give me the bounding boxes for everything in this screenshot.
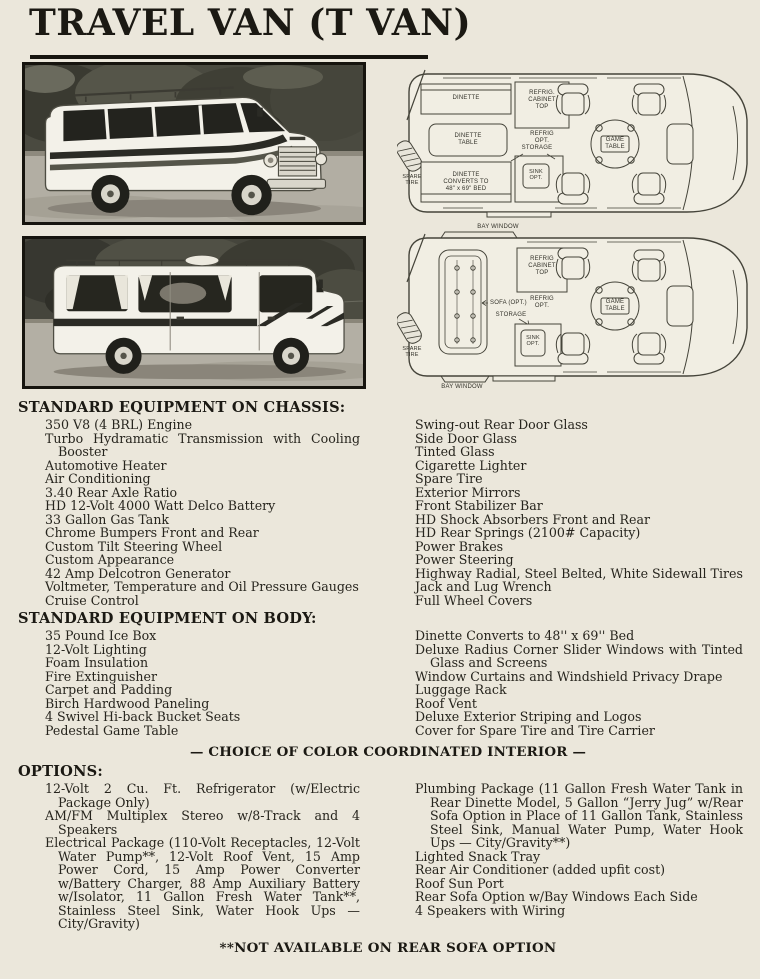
label-sink-opt: SINK OPT. xyxy=(526,335,540,348)
body-list-left: 35 Pound Ice Box 12-Volt Lighting Foam I… xyxy=(18,629,415,737)
equipment-item: Lighted Snack Tray xyxy=(415,848,541,864)
label-sofa-opt: SOFA (OPT.) xyxy=(490,300,527,306)
equipment-item: Swing-out Rear Door Glass xyxy=(415,417,588,432)
label-refrig-opt: REFRIG OPT. xyxy=(530,131,554,144)
equipment-item: 12-Volt 2 Cu. Ft. Refrigerator (w/Electr… xyxy=(45,781,360,810)
van-front-photo-illustration xyxy=(25,65,363,222)
equipment-item: Dinette Converts to 48'' x 69'' Bed xyxy=(415,628,635,643)
label-sink-opt: SINK OPT. xyxy=(529,169,543,182)
label-game-table: GAME TABLE xyxy=(605,299,625,312)
label-refrig-cabinet-top: REFRIG CABINET TOP xyxy=(528,256,556,276)
equipment-item: Deluxe Radius Corner Slider Windows with… xyxy=(415,641,743,670)
equipment-item: Front Stabilizer Bar xyxy=(415,498,543,513)
equipment-item: Roof Sun Port xyxy=(415,875,504,891)
equipment-item: AM/FM Multiplex Stereo w/8-Track and 4 S… xyxy=(45,808,360,837)
label-storage: STORAGE xyxy=(521,145,553,151)
equipment-item: Power Brakes xyxy=(415,538,504,554)
chassis-list-left: 350 V8 (4 BRL) Engine Turbo Hydramatic T… xyxy=(18,418,415,607)
equipment-item: Spare Tire xyxy=(415,471,483,486)
label-refrig-opt: REFRIG OPT. xyxy=(530,296,554,309)
equipment-item: Voltmeter, Temperature and Oil Pressure … xyxy=(45,579,359,594)
equipment-item: Fire Extinguisher xyxy=(45,668,157,684)
equipment-item: Full Wheel Covers xyxy=(415,592,533,608)
equipment-item: Birch Hardwood Paneling xyxy=(45,695,210,711)
equipment-item: Rear Sofa Option w/Bay Windows Each Side xyxy=(415,889,698,904)
options-list-right: Plumbing Package (11 Gallon Fresh Water … xyxy=(415,782,758,931)
equipment-item: HD Shock Absorbers Front and Rear xyxy=(415,511,650,527)
equipment-item: Exterior Mirrors xyxy=(415,484,521,500)
equipment-item: 35 Pound Ice Box xyxy=(45,628,157,643)
photo-exterior-front-quarter xyxy=(22,62,366,225)
equipment-item: 12-Volt Lighting xyxy=(45,641,147,657)
equipment-text-block: STANDARD EQUIPMENT ON CHASSIS: 350 V8 (4… xyxy=(18,396,758,956)
equipment-item: Highway Radial, Steel Belted, White Side… xyxy=(415,565,743,581)
equipment-item: Side Door Glass xyxy=(415,430,517,446)
body-equipment-list: 35 Pound Ice Box 12-Volt Lighting Foam I… xyxy=(18,629,758,737)
label-dinette: DINETTE xyxy=(452,95,480,101)
options-list: 12-Volt 2 Cu. Ft. Refrigerator (w/Electr… xyxy=(18,782,758,931)
equipment-item: 4 Swivel Hi-back Bucket Seats xyxy=(45,709,241,724)
equipment-item: Jack and Lug Wrench xyxy=(415,579,552,594)
equipment-item: Automotive Heater xyxy=(45,457,167,473)
label-refrig-cabinet-top: REFRIG. CABINET TOP xyxy=(528,90,556,110)
equipment-item: 42 Amp Delcotron Generator xyxy=(45,565,231,581)
equipment-item: HD 12-Volt 4000 Watt Delco Battery xyxy=(45,498,276,513)
van-side-photo-illustration xyxy=(25,239,363,386)
equipment-item: Rear Air Conditioner (added upfit cost) xyxy=(415,862,666,877)
equipment-item: 350 V8 (4 BRL) Engine xyxy=(45,417,193,432)
equipment-item: Electrical Package (110-Volt Receptacles… xyxy=(45,835,360,931)
equipment-item: Plumbing Package (11 Gallon Fresh Water … xyxy=(415,781,743,850)
page-title: TRAVEL VAN (T VAN) xyxy=(29,2,472,44)
chassis-equipment-list: 350 V8 (4 BRL) Engine Turbo Hydramatic T… xyxy=(18,418,758,607)
label-dinette-bed: DINETTE CONVERTS TO 48" x 69" BED xyxy=(443,172,489,192)
equipment-item: Roof Vent xyxy=(415,695,477,711)
floorplan-rear-sofa-drawing xyxy=(397,231,748,383)
floorplan-rear-sofa: BAY WINDOW REFRIG CABINET TOP REFRIG OPT… xyxy=(397,224,755,394)
title-rule xyxy=(30,55,428,59)
photo-exterior-side xyxy=(22,236,366,389)
label-storage: STORAGE xyxy=(495,312,527,318)
equipment-item: Custom Tilt Steering Wheel xyxy=(45,538,223,554)
interior-choice-note: — CHOICE OF COLOR COORDINATED INTERIOR — xyxy=(189,744,587,760)
equipment-item: Cigarette Lighter xyxy=(415,457,527,473)
heading-options: OPTIONS: xyxy=(18,763,103,780)
label-bay-window-top: BAY WINDOW xyxy=(477,224,519,230)
label-spare-tire: SPARE TIRE xyxy=(402,346,422,359)
label-bay-window-bottom: BAY WINDOW xyxy=(441,384,483,390)
options-list-left: 12-Volt 2 Cu. Ft. Refrigerator (w/Electr… xyxy=(18,782,415,931)
label-spare-tire: SPARE TIRE xyxy=(402,174,422,187)
body-list-right: Dinette Converts to 48'' x 69'' Bed Delu… xyxy=(415,629,758,737)
equipment-item: Cruise Control xyxy=(45,592,139,608)
equipment-item: Deluxe Exterior Striping and Logos xyxy=(415,709,642,724)
heading-body: STANDARD EQUIPMENT ON BODY: xyxy=(18,610,317,627)
heading-chassis: STANDARD EQUIPMENT ON CHASSIS: xyxy=(18,399,346,416)
equipment-item: Power Steering xyxy=(415,552,514,567)
equipment-item: Custom Appearance xyxy=(45,552,175,567)
equipment-item: Turbo Hydramatic Transmission with Cooli… xyxy=(45,430,360,459)
equipment-item: 4 Speakers with Wiring xyxy=(415,902,566,918)
floorplan-rear-dinette: DINETTE REFRIG. CABINET TOP REFRIG OPT. … xyxy=(397,62,755,224)
equipment-item: HD Rear Springs (2100# Capacity) xyxy=(415,525,641,540)
equipment-item: Pedestal Game Table xyxy=(45,722,179,738)
floorplan-rear-dinette-drawing xyxy=(397,69,748,218)
equipment-item: Window Curtains and Windshield Privacy D… xyxy=(415,668,723,684)
equipment-item: Chrome Bumpers Front and Rear xyxy=(45,525,259,540)
label-game-table: GAME TABLE xyxy=(605,137,625,150)
equipment-item: 3.40 Rear Axle Ratio xyxy=(45,484,178,500)
equipment-item: Foam Insulation xyxy=(45,655,149,670)
equipment-item: Tinted Glass xyxy=(415,444,495,459)
equipment-item: Cover for Spare Tire and Tire Carrier xyxy=(415,722,655,738)
equipment-item: Air Conditioning xyxy=(45,471,151,486)
footnote: **NOT AVAILABLE ON REAR SOFA OPTION xyxy=(219,939,557,956)
equipment-item: Carpet and Padding xyxy=(45,682,173,697)
equipment-item: Luggage Rack xyxy=(415,682,507,697)
equipment-item: 33 Gallon Gas Tank xyxy=(45,511,170,527)
label-dinette-table: DINETTE TABLE xyxy=(454,133,482,146)
chassis-list-right: Swing-out Rear Door Glass Side Door Glas… xyxy=(415,418,758,607)
